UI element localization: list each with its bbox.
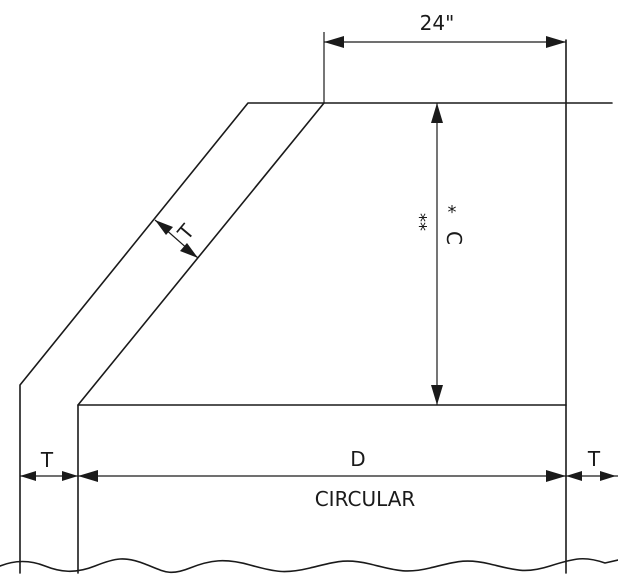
height-dim-arrow-bottom (431, 385, 443, 405)
height-dim-star-double: ** (409, 213, 430, 231)
left-thickness-label: T (40, 448, 54, 472)
diameter-label: D (350, 447, 365, 471)
outer-wall-outline (19, 102, 613, 574)
right-thickness-label: T (587, 447, 601, 471)
top-dim-arrow-left (324, 36, 344, 48)
slope-thickness-arrow-lower (180, 243, 198, 258)
circular-note: CIRCULAR (315, 487, 416, 511)
break-line (0, 557, 618, 574)
top-dim-arrow-right (546, 36, 566, 48)
top-dim-label: 24" (420, 11, 455, 35)
height-dim-arrow-top (431, 103, 443, 123)
diameter-dim-arrow-left (78, 470, 98, 482)
right-thickness-arrow-left (566, 471, 582, 481)
inner-slope-line (77, 102, 325, 574)
slope-thickness-arrow-upper (155, 220, 173, 235)
left-thickness-arrow-right (62, 471, 78, 481)
height-dim-label: C (442, 231, 466, 245)
left-thickness-arrow-left (20, 471, 36, 481)
height-dim-star-single: * (448, 202, 457, 223)
diameter-dim-arrow-right (546, 470, 566, 482)
slope-thickness-label: T (172, 219, 199, 245)
right-thickness-arrow-right (600, 471, 616, 481)
